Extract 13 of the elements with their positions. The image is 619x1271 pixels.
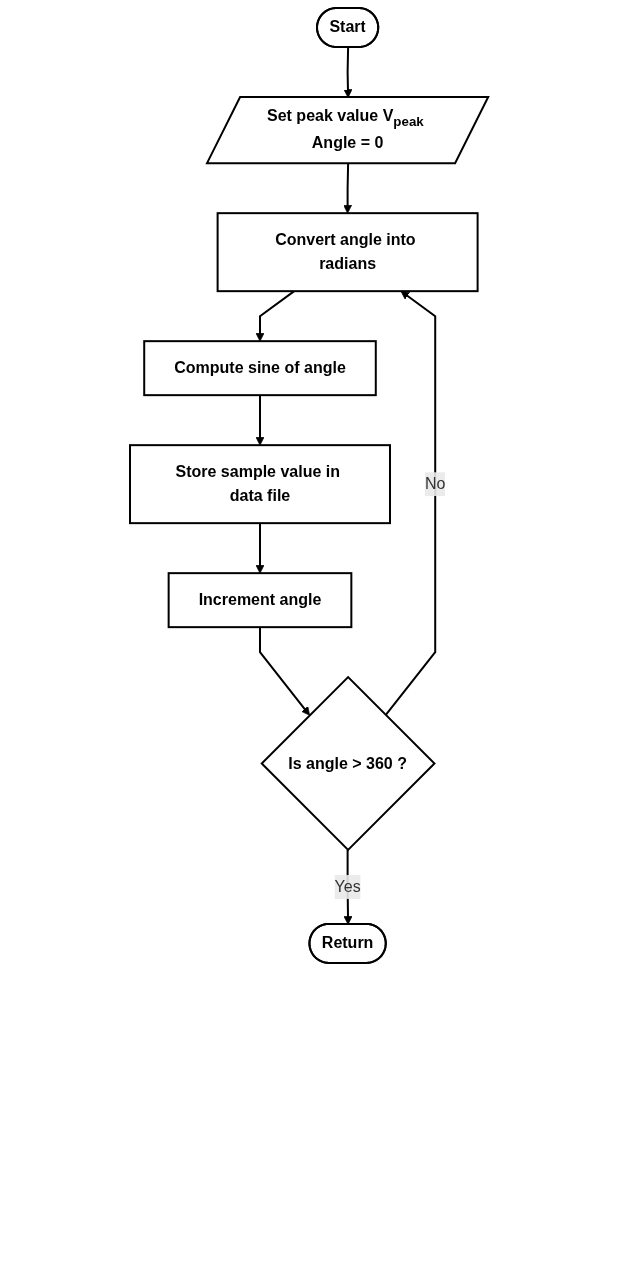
arrow [259, 626, 311, 716]
edge-label: Yes [334, 877, 362, 895]
node-diamond: Is angle > 360 ? [260, 675, 437, 852]
arrow [256, 394, 265, 446]
node-box: Convert angle into radians [217, 212, 479, 293]
arrow [385, 290, 437, 717]
arrow [256, 290, 296, 342]
arrow [343, 46, 353, 98]
node-box: Increment angle [168, 572, 353, 629]
arrow [256, 522, 265, 574]
node-box: Store sample value in data file [129, 444, 392, 525]
node-box: Compute sine of angle [143, 340, 378, 397]
edge-label: No [425, 475, 446, 493]
